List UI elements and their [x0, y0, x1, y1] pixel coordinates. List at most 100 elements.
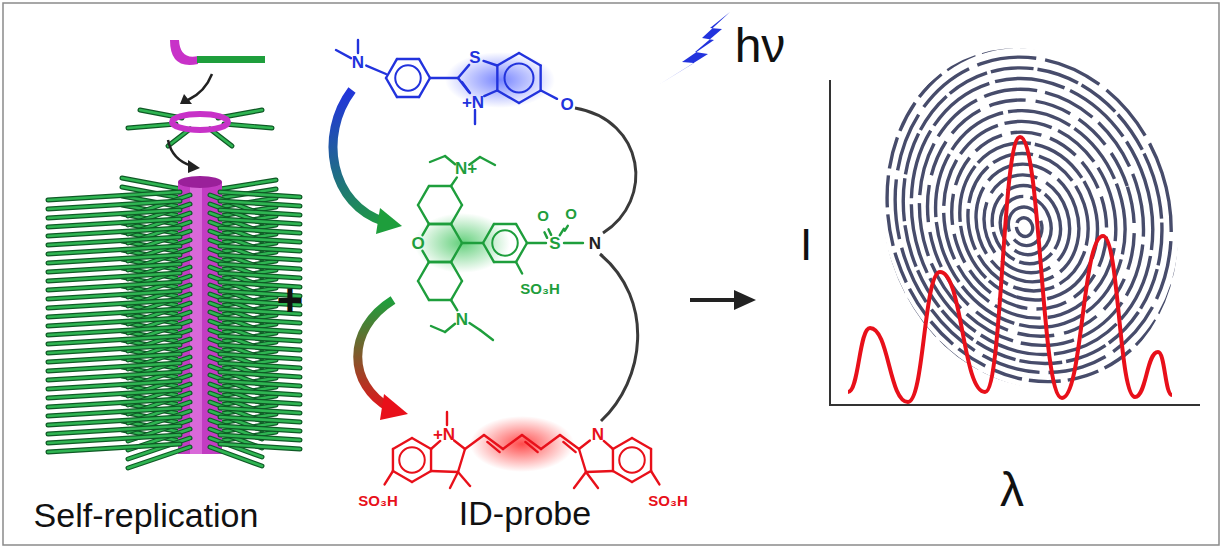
aromatic-ring	[395, 65, 421, 91]
sheet-edge	[210, 447, 262, 466]
bond	[451, 300, 457, 310]
sheet	[48, 336, 180, 344]
sheet-edge	[48, 237, 180, 245]
bond	[579, 441, 590, 449]
sheet	[48, 345, 180, 353]
atom-label: N	[592, 426, 604, 443]
bond	[454, 441, 465, 449]
panel-label: ID-probe	[459, 496, 591, 530]
bond	[586, 471, 613, 472]
sheet	[220, 372, 300, 377]
bond	[430, 449, 432, 471]
macrocycle-ring	[172, 114, 228, 130]
sheet	[48, 264, 180, 272]
atom-label: SO₃H	[358, 493, 397, 508]
sheet	[48, 399, 180, 407]
bond	[586, 472, 598, 488]
sheet-edge	[220, 255, 300, 260]
bond	[397, 58, 419, 60]
atom-label: N	[456, 311, 468, 328]
sheet-edge	[48, 309, 180, 317]
fingerprint	[834, 0, 1223, 431]
sheet	[48, 444, 180, 452]
monomer-ring	[170, 40, 198, 65]
sheet	[128, 447, 190, 468]
sheet-edge	[48, 228, 180, 236]
sheet-edge	[128, 124, 176, 128]
sheet-edge	[220, 210, 300, 215]
sheet	[220, 417, 300, 422]
bond	[579, 449, 586, 472]
sheet-edge	[220, 426, 300, 431]
bond	[565, 226, 568, 231]
sheet	[220, 210, 300, 215]
atom-label: O	[565, 206, 577, 221]
sheet	[48, 372, 180, 380]
sheet	[48, 201, 180, 209]
sheet-edge	[48, 372, 180, 380]
bond	[423, 251, 430, 262]
sheet-edge	[128, 447, 190, 468]
sheet-edge	[48, 390, 180, 398]
bond	[429, 223, 451, 225]
bond	[539, 66, 541, 91]
sheet-edge	[48, 417, 180, 425]
bond	[503, 435, 522, 449]
aromatic-ring	[505, 64, 534, 93]
fingerprint-ridge	[844, 8, 1223, 420]
atom-label: +N	[462, 94, 484, 111]
bond	[480, 330, 493, 340]
sheet	[220, 444, 300, 449]
sheet-edge	[220, 372, 300, 377]
sheet	[48, 228, 180, 236]
bond	[451, 262, 462, 281]
sheet	[220, 228, 300, 233]
transfer-arrow	[358, 300, 393, 408]
frame	[3, 3, 1219, 545]
sheet	[220, 399, 300, 404]
sheet	[220, 264, 300, 269]
atom-label: S	[469, 49, 480, 66]
bond	[516, 262, 522, 273]
sheet-edge	[220, 363, 300, 368]
sheet-edge	[48, 291, 180, 299]
bond	[544, 232, 547, 238]
sheet-edge	[220, 408, 300, 413]
bond	[494, 261, 516, 263]
sheet-edge	[220, 444, 300, 449]
sheet-edge	[48, 327, 180, 335]
sheet-edge	[48, 282, 180, 290]
atom-label: O	[411, 235, 424, 252]
arrow-head	[376, 208, 402, 234]
bond	[563, 442, 575, 452]
sheet	[48, 237, 180, 245]
sheet	[48, 408, 180, 416]
sheet-edge	[220, 345, 300, 350]
atom-label: +N	[433, 426, 455, 443]
arrow-head	[734, 290, 756, 310]
sheet-edge	[220, 201, 300, 206]
sheet	[48, 435, 180, 443]
atom-label: SO₃H	[648, 493, 687, 508]
sheet-edge	[48, 318, 180, 326]
sheet	[48, 192, 180, 200]
bond	[418, 281, 429, 300]
bond	[357, 40, 359, 53]
sheet-edge	[48, 255, 180, 263]
sheet-edge	[48, 444, 180, 452]
sheet	[128, 124, 176, 128]
bond	[445, 324, 455, 332]
bond	[458, 472, 470, 486]
bond	[525, 442, 537, 452]
bond	[418, 186, 429, 205]
sheet-edge	[48, 264, 180, 272]
bond	[484, 61, 497, 66]
sheet	[220, 201, 300, 206]
sheet-edge	[48, 219, 180, 227]
step-arrow	[188, 74, 212, 100]
sheet-edge	[224, 124, 272, 128]
atom-label: N	[352, 54, 364, 71]
blue-glow	[445, 52, 555, 108]
